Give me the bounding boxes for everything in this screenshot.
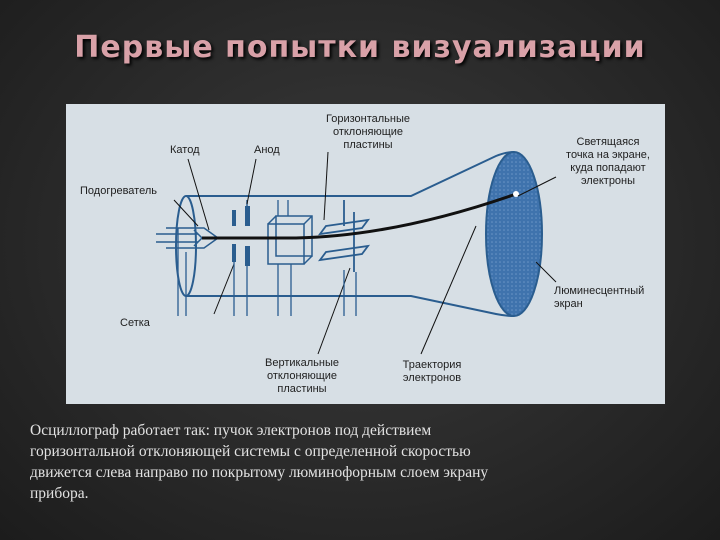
anode: [245, 200, 250, 266]
label-vertical-plates-1: Вертикальные: [265, 357, 339, 369]
deflection-plates: [317, 200, 371, 272]
label-screen-1: Люминесцентный: [554, 285, 644, 297]
label-horizontal-plates-2: отклоняющие: [333, 126, 403, 138]
leader-lines: [173, 151, 557, 355]
label-horizontal-plates-1: Горизонтальные: [326, 113, 410, 125]
label-trajectory-1: Траектория: [403, 359, 462, 371]
label-cathode: Катод: [170, 144, 200, 156]
label-anode: Анод: [254, 144, 280, 156]
label-vertical-plates-2: отклоняющие: [267, 370, 337, 382]
label-heater: Подогреватель: [80, 185, 157, 197]
connector-leads: [177, 200, 357, 316]
label-horizontal-plates-3: пластины: [343, 139, 392, 151]
crt-diagram-svg: Катод Анод Подогреватель Горизонтальные …: [80, 113, 650, 395]
caption-line: Осциллограф работает так: пучок электрон…: [30, 422, 432, 439]
caption-text: Осциллограф работает так: пучок электрон…: [30, 420, 650, 504]
label-glowing-dot-1: Светящаяся: [577, 136, 640, 148]
label-trajectory-2: электронов: [403, 372, 461, 384]
label-vertical-plates-3: пластины: [277, 383, 326, 395]
caption-line: прибора.: [30, 485, 89, 502]
caption-line: горизонтальной отклоняющей системы с опр…: [30, 443, 471, 460]
grid-plates: [232, 210, 236, 262]
label-grid: Сетка: [120, 317, 151, 329]
slide-title: Первые попытки визуализации: [74, 30, 646, 65]
caption-line: движется слева направо по покрытому люми…: [30, 464, 489, 481]
electron-beam: [202, 192, 517, 240]
crt-diagram: Катод Анод Подогреватель Горизонтальные …: [66, 104, 665, 404]
label-glowing-dot-2: точка на экране,: [566, 149, 650, 161]
deflection-box: [267, 215, 313, 265]
label-glowing-dot-3: куда попадают: [570, 162, 645, 174]
label-glowing-dot-4: электроны: [581, 175, 635, 187]
glowing-dot: [513, 191, 519, 197]
luminescent-screen: [485, 151, 543, 317]
label-screen-2: экран: [554, 298, 583, 310]
